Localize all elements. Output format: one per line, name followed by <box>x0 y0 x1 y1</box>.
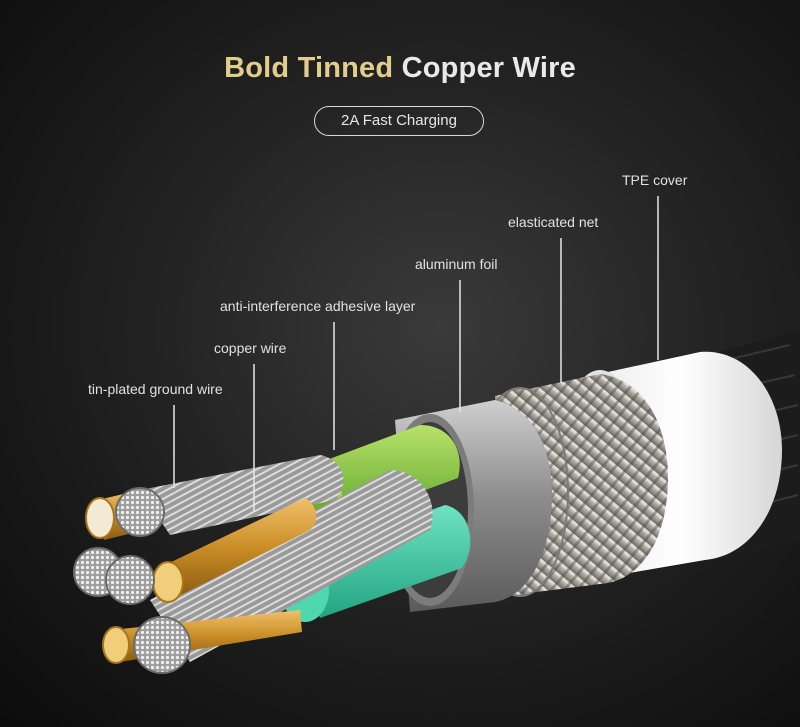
label-aluminum-foil: aluminum foil <box>415 256 498 272</box>
label-elasticated-net: elasticated net <box>508 214 599 230</box>
title-rest: Copper Wire <box>401 52 576 84</box>
fast-charging-badge: 2A Fast Charging <box>314 106 484 136</box>
label-ground-wire: tin-plated ground wire <box>88 381 223 397</box>
strand-bundle <box>150 470 433 662</box>
copper-conductor-upper <box>165 498 317 598</box>
leader-lines <box>173 196 659 512</box>
label-tpe-cover: TPE cover <box>622 172 688 188</box>
teal-insulation <box>295 505 471 618</box>
label-adhesive-layer: anti-interference adhesive layer <box>220 298 416 314</box>
page-title: Bold Tinned Copper Wire <box>0 52 800 85</box>
label-copper-wire: copper wire <box>214 340 287 356</box>
title-highlight: Bold Tinned <box>224 52 394 84</box>
tinned-strand-ends <box>73 487 191 674</box>
